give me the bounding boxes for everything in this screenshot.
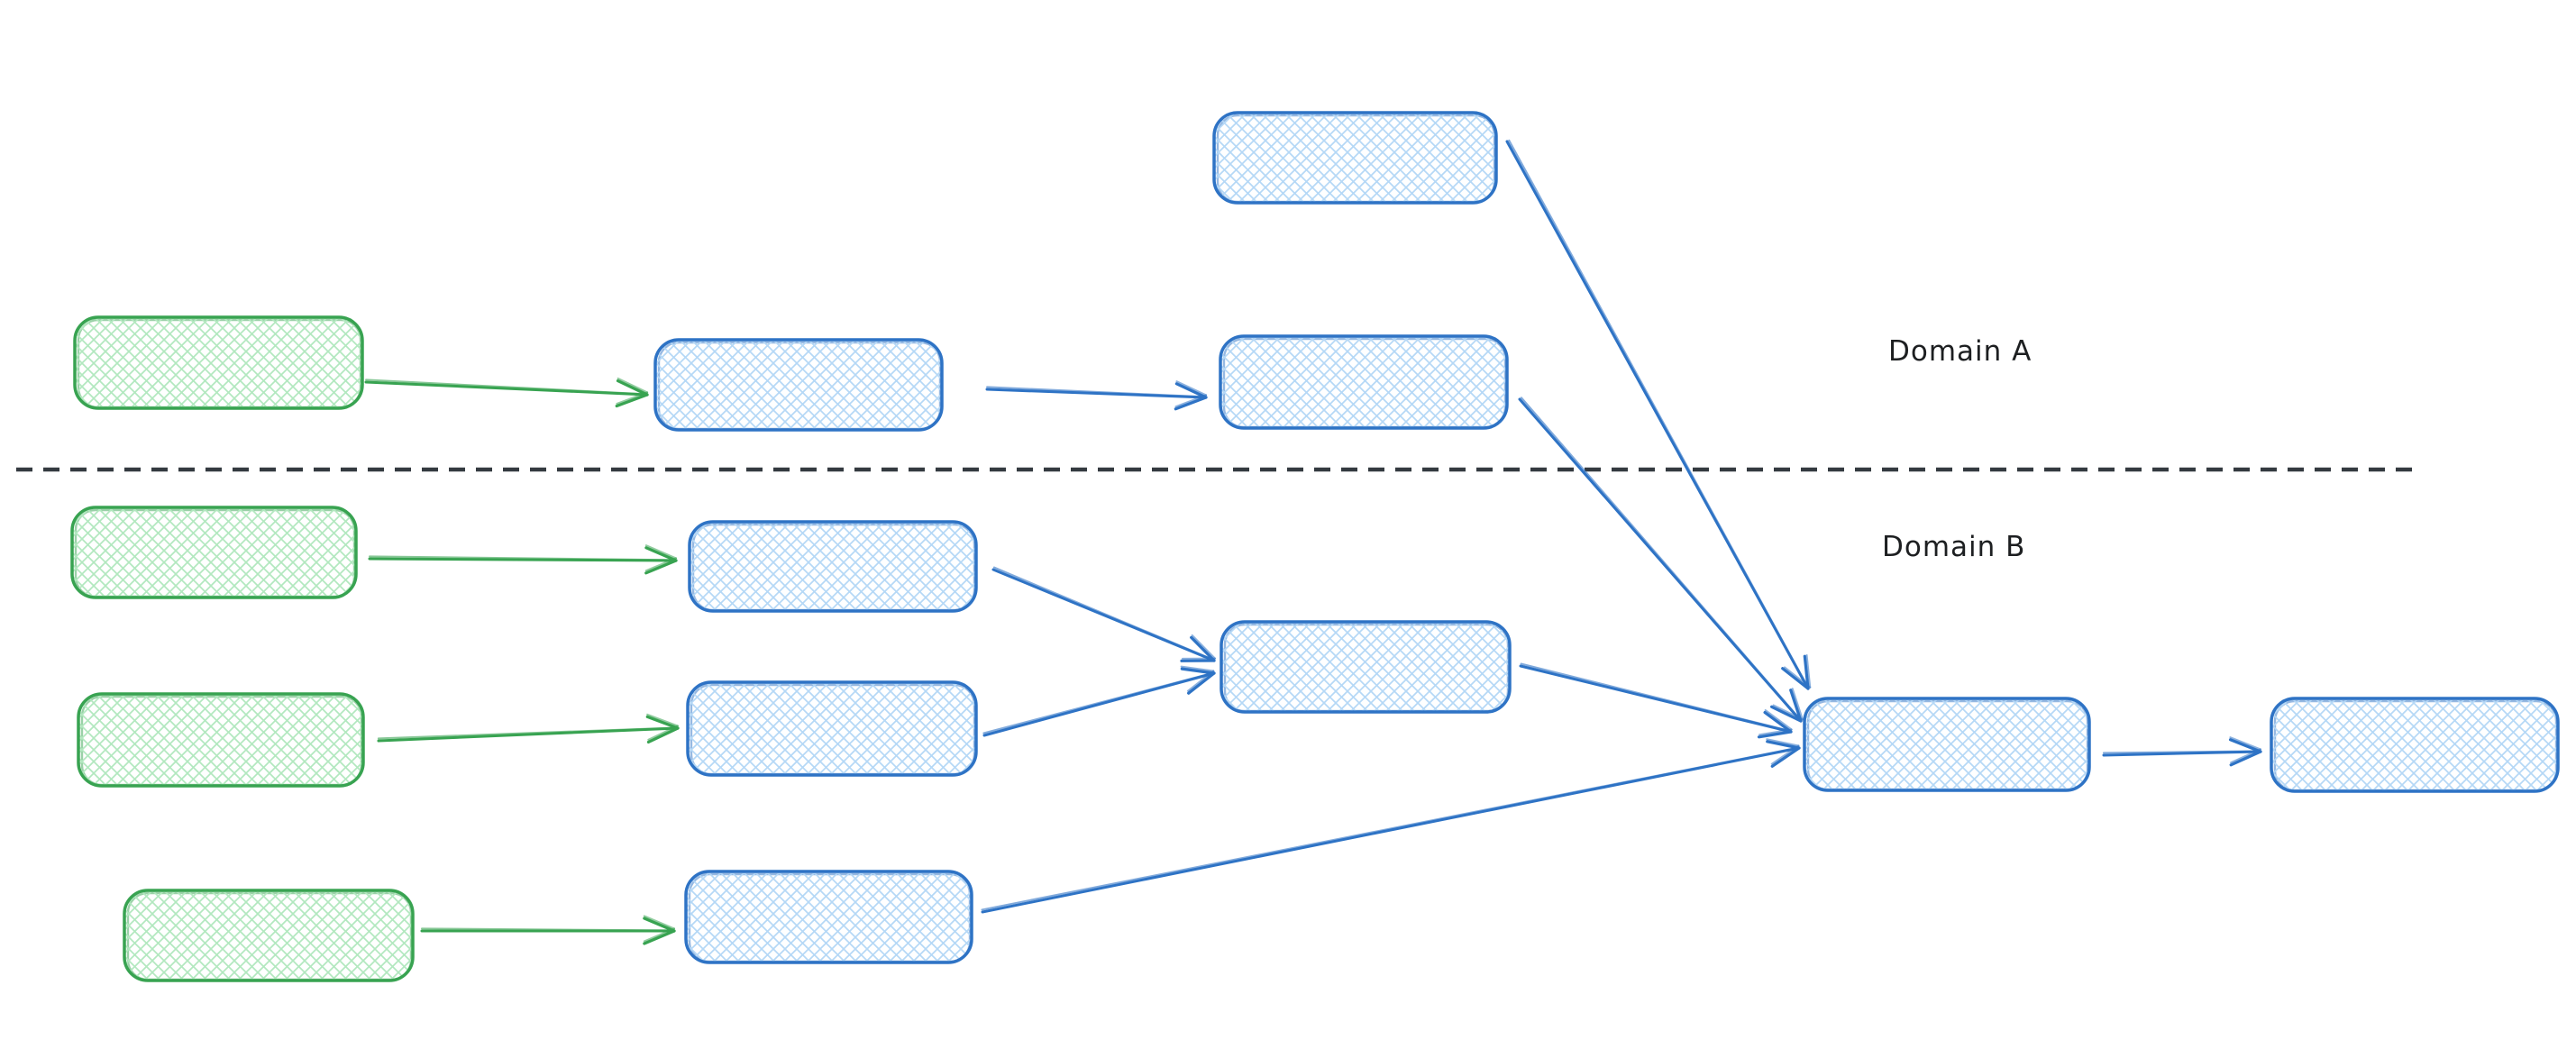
edge-shaft <box>364 380 649 397</box>
edge-b-stage2-to-join[interactable] <box>982 665 1216 737</box>
edge-b-join-to-collector[interactable] <box>1519 662 1793 739</box>
node-domain-b-stage3[interactable] <box>684 870 973 964</box>
arrowhead-line <box>646 726 680 744</box>
edge-shaft <box>981 746 1801 914</box>
edge-collector-to-final[interactable] <box>2102 736 2262 767</box>
arrowhead-line-ghost <box>1770 744 1800 765</box>
arrowhead-line <box>1803 654 1810 690</box>
node-domain-b-source-1[interactable] <box>70 506 358 599</box>
arrowhead-line-ghost <box>1191 634 1216 660</box>
arrowhead-line <box>1174 382 1208 399</box>
node-domain-b-stage2[interactable] <box>686 680 978 777</box>
arrowhead-line-ghost <box>1174 394 1208 408</box>
edge-a-source-to-stage1[interactable] <box>364 377 649 408</box>
arrowhead-line <box>2228 738 2262 753</box>
arrowhead-line-ghost <box>1791 688 1804 721</box>
node-shape <box>123 889 415 982</box>
node-shape <box>1219 334 1509 430</box>
node-shape <box>73 315 364 410</box>
arrowhead-line-ghost <box>1180 665 1215 672</box>
arrowhead-line <box>645 715 680 730</box>
edge-shaft <box>2102 750 2262 757</box>
edge-shaft <box>368 557 678 562</box>
node-domain-a-top[interactable] <box>1212 111 1498 205</box>
arrowhead-line-ghost <box>1758 728 1793 736</box>
edge-b-source1-to-stage1[interactable] <box>368 544 678 575</box>
arrowhead-line-ghost <box>1766 738 1800 747</box>
arrowhead-line-ghost <box>616 391 649 405</box>
arrowhead-line <box>643 917 676 933</box>
edge-a-stage1-to-stage2[interactable] <box>985 380 1208 411</box>
edge-shaft <box>1518 397 1803 723</box>
edge-b-stage1-to-join[interactable] <box>991 566 1216 662</box>
node-shape <box>686 680 978 777</box>
arrowhead-line-ghost <box>644 544 678 560</box>
arrowhead-line <box>1190 635 1216 662</box>
arrowhead-line <box>1766 740 1801 750</box>
node-shape <box>684 870 973 964</box>
arrowhead-line-ghost <box>646 713 679 727</box>
node-shape <box>1803 697 2091 792</box>
arrowhead-line-ghost <box>617 377 649 394</box>
edge-b-stage3-to-collector[interactable] <box>981 738 1801 914</box>
node-shape <box>70 506 358 599</box>
arrowhead-line-ghost <box>643 915 675 930</box>
node-shape <box>2270 697 2560 793</box>
node-shape <box>1212 111 1498 205</box>
arrowhead-line-ghost <box>1764 709 1793 731</box>
arrowhead-line-ghost <box>2229 736 2261 751</box>
arrowhead-line-ghost <box>1784 666 1812 689</box>
arrowhead-line <box>616 379 649 397</box>
arrowhead-line <box>1770 746 1801 768</box>
arrowhead-line <box>615 393 649 408</box>
arrowhead-line-ghost <box>647 725 679 741</box>
edge-a-stage2-to-collector[interactable] <box>1518 397 1804 723</box>
arrowhead-line-ghost <box>1186 670 1215 692</box>
edge-b-source3-to-stage3[interactable] <box>420 915 676 945</box>
edge-shaft <box>982 671 1216 737</box>
arrowhead-line <box>2229 750 2262 767</box>
node-shape <box>77 692 365 788</box>
arrowhead-line <box>1770 705 1803 723</box>
arrowhead-line <box>1789 689 1803 723</box>
arrowhead-line <box>644 559 678 575</box>
node-domain-b-source-3[interactable] <box>123 889 415 982</box>
arrowhead-line <box>1174 396 1208 411</box>
node-collector[interactable] <box>1803 697 2091 792</box>
node-shape <box>653 338 944 432</box>
edge-shaft <box>377 726 680 743</box>
arrowhead-line-ghost <box>2230 748 2261 764</box>
edge-b-source2-to-stage2[interactable] <box>377 713 680 744</box>
node-domain-b-stage1[interactable] <box>688 520 978 613</box>
node-shape <box>1219 620 1512 714</box>
domain-a-label[interactable]: Domain A <box>1888 335 2032 368</box>
arrowhead-line <box>1180 667 1216 675</box>
arrowhead-line <box>643 929 676 945</box>
arrowhead-line <box>1763 710 1793 734</box>
node-domain-a-stage1[interactable] <box>653 338 944 432</box>
node-shape <box>688 520 978 613</box>
arrowhead-line <box>1781 667 1810 690</box>
edge-a-top-to-collector[interactable] <box>1505 139 1812 690</box>
node-domain-b-join[interactable] <box>1219 620 1512 714</box>
node-domain-a-source[interactable] <box>73 315 364 410</box>
node-final-output[interactable] <box>2270 697 2560 793</box>
edge-shaft <box>991 568 1216 662</box>
arrowhead-line <box>1757 730 1793 739</box>
arrowhead-line-ghost <box>643 927 675 943</box>
node-domain-b-source-2[interactable] <box>77 692 365 788</box>
arrowhead-line <box>644 546 678 562</box>
edge-shaft <box>1519 664 1793 734</box>
arrowhead-line-ghost <box>1175 380 1208 397</box>
domain-b-label[interactable]: Domain B <box>1882 531 2026 563</box>
arrowhead-line-ghost <box>1772 704 1804 721</box>
arrowhead-line-ghost <box>644 557 678 572</box>
edge-shaft <box>1505 140 1810 690</box>
arrowhead-line-ghost <box>1805 653 1812 689</box>
arrowhead-line <box>1187 671 1216 695</box>
edge-shaft <box>985 388 1208 399</box>
node-domain-a-stage2[interactable] <box>1219 334 1509 430</box>
